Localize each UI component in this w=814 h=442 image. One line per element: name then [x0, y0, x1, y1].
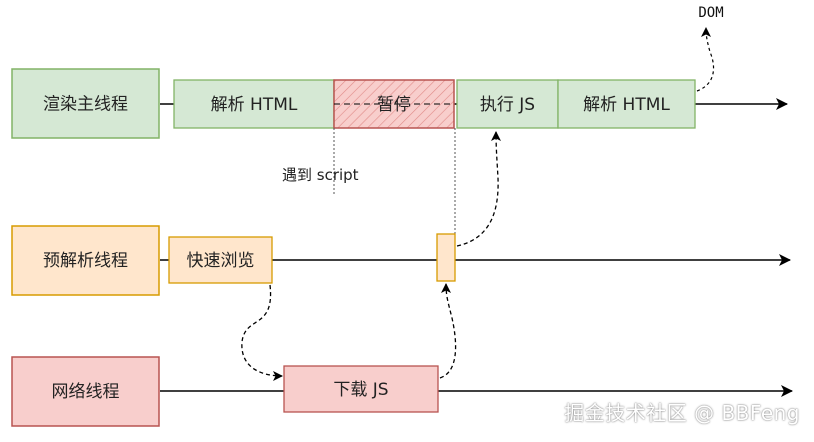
js-ready-marker: [436, 233, 456, 282]
task-parse-html-1: 解析 HTML: [173, 79, 335, 129]
task-download-js-label: 下载 JS: [333, 380, 388, 400]
render-thread-label: 渲染主线程: [11, 68, 160, 139]
render-thread-label-text: 渲染主线程: [43, 95, 128, 115]
script-encounter-note: 遇到 script: [282, 166, 359, 184]
task-execute-js: 执行 JS: [456, 79, 559, 129]
task-execute-js-label: 执行 JS: [480, 95, 535, 115]
dom-output-arrow: [696, 27, 715, 92]
task-parse-html-1-label: 解析 HTML: [211, 95, 298, 115]
network-thread-label-text: 网络线程: [52, 382, 120, 402]
task-parse-html-2: 解析 HTML: [557, 79, 696, 129]
task-parse-html-2-label: 解析 HTML: [583, 95, 670, 115]
task-download-js: 下载 JS: [283, 365, 439, 413]
task-pause-label: 暂停: [377, 95, 411, 115]
scan-to-download-arrow: [241, 284, 283, 381]
preparse-thread-label-text: 预解析线程: [43, 251, 128, 271]
task-pause: 暂停: [333, 79, 455, 129]
dom-output-label: DOM: [698, 5, 723, 21]
network-thread-label: 网络线程: [11, 356, 160, 427]
download-to-preparse-arrow: [439, 283, 457, 379]
task-quick-scan: 快速浏览: [168, 236, 273, 284]
task-quick-scan-label: 快速浏览: [187, 251, 255, 271]
preparse-thread-label: 预解析线程: [11, 225, 160, 296]
preparse-to-execute-arrow: [456, 131, 502, 247]
watermark: 掘金技术社区 @ BBFeng: [564, 401, 800, 425]
